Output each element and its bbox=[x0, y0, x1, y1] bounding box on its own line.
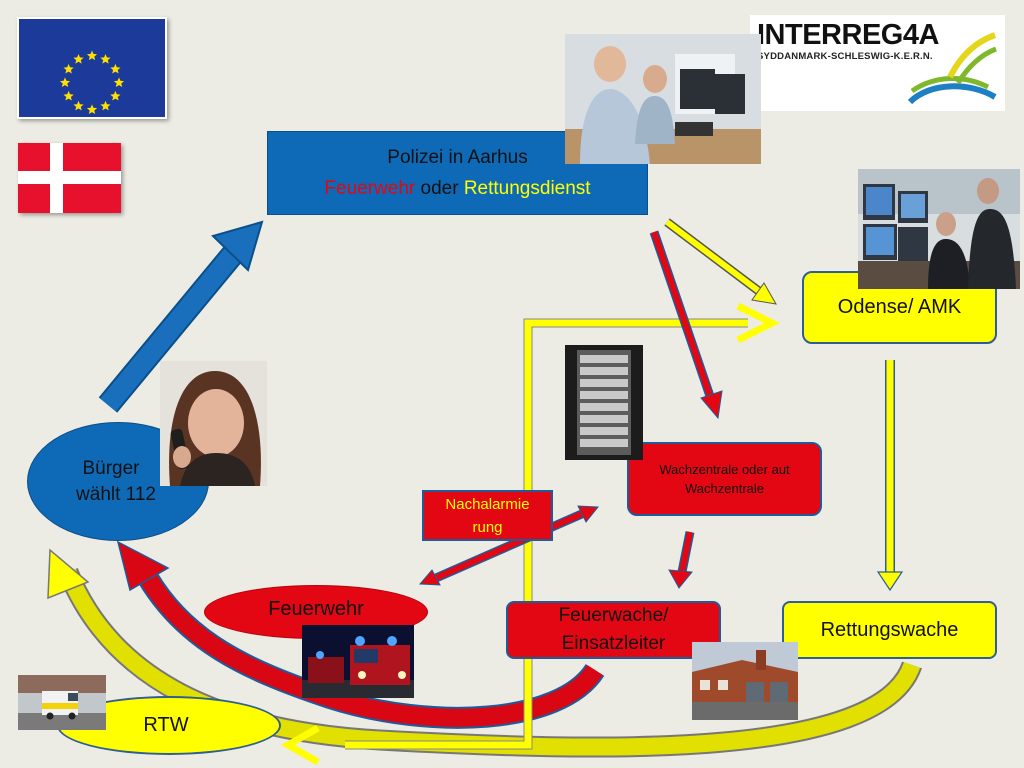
server-rack-photo bbox=[565, 345, 643, 460]
wachzentrale-box: Wachzentrale oder aut Wachzentrale bbox=[627, 442, 822, 516]
buerger-line2: wählt 112 bbox=[76, 483, 156, 505]
arrow-wachzentrale-to-feuerwache bbox=[668, 531, 695, 589]
arrow-nachalarmierung bbox=[418, 505, 600, 586]
arrow-feuerwache-to-buerger bbox=[116, 540, 605, 729]
feuerwache-line1: Feuerwache/ bbox=[558, 605, 669, 626]
rettungswache-box: Rettungswache bbox=[782, 601, 997, 659]
denmark-flag bbox=[18, 143, 121, 213]
rettungsdienst-option: Rettungsdienst bbox=[463, 178, 591, 199]
control-room-photo bbox=[858, 169, 1020, 289]
feuerwehr-option: Feuerwehr bbox=[324, 178, 416, 199]
polizei-label: Polizei in Aarhus bbox=[387, 147, 528, 168]
dannebrog-icon bbox=[18, 143, 121, 213]
feuerwache-box: Feuerwache/ Einsatzleiter bbox=[506, 601, 721, 659]
nachalarmierung-line2: rung bbox=[472, 518, 503, 536]
nachalarmierung-line1: Nachalarmie bbox=[445, 495, 530, 513]
arrow-odense-to-rettungswache bbox=[876, 360, 904, 592]
buerger-line1: Bürger bbox=[82, 457, 140, 479]
rtw-label: RTW bbox=[143, 714, 189, 736]
feuerwehr-label: Feuerwehr bbox=[268, 597, 364, 620]
arrow-polizei-to-odense bbox=[664, 218, 777, 305]
caller-woman-photo bbox=[160, 361, 267, 486]
arrow-buerger-to-polizei bbox=[98, 220, 264, 413]
eu-stars-icon bbox=[19, 19, 165, 117]
eu-flag bbox=[17, 17, 167, 119]
ambulance-photo bbox=[18, 675, 106, 730]
fire-truck-photo bbox=[302, 625, 414, 698]
oder-word: oder bbox=[420, 178, 459, 199]
nachalarmierung-box: Nachalarmie rung bbox=[422, 490, 553, 541]
police-dispatch-photo bbox=[565, 34, 761, 164]
interreg-logo-sub: SYDDANMARK-SCHLESWIG-K.E.R.N. bbox=[757, 51, 933, 62]
polizei-options: Feuerwehr oder Rettungsdienst bbox=[324, 173, 590, 204]
arrow-polizei-to-wachzentrale bbox=[649, 230, 723, 420]
interreg-logo: INTERREG4A SYDDANMARK-SCHLESWIG-K.E.R.N. bbox=[750, 15, 1005, 111]
interreg-swoosh-icon bbox=[907, 32, 997, 105]
wachzentrale-label: Wachzentrale oder aut Wachzentrale bbox=[659, 462, 790, 496]
feuerwache-line2: Einsatzleiter bbox=[561, 633, 666, 654]
fire-station-photo bbox=[692, 642, 798, 720]
interreg-logo-main: INTERREG4A bbox=[757, 19, 939, 51]
rettungswache-label: Rettungswache bbox=[820, 618, 959, 641]
odense-amk-label: Odense/ AMK bbox=[837, 296, 962, 318]
